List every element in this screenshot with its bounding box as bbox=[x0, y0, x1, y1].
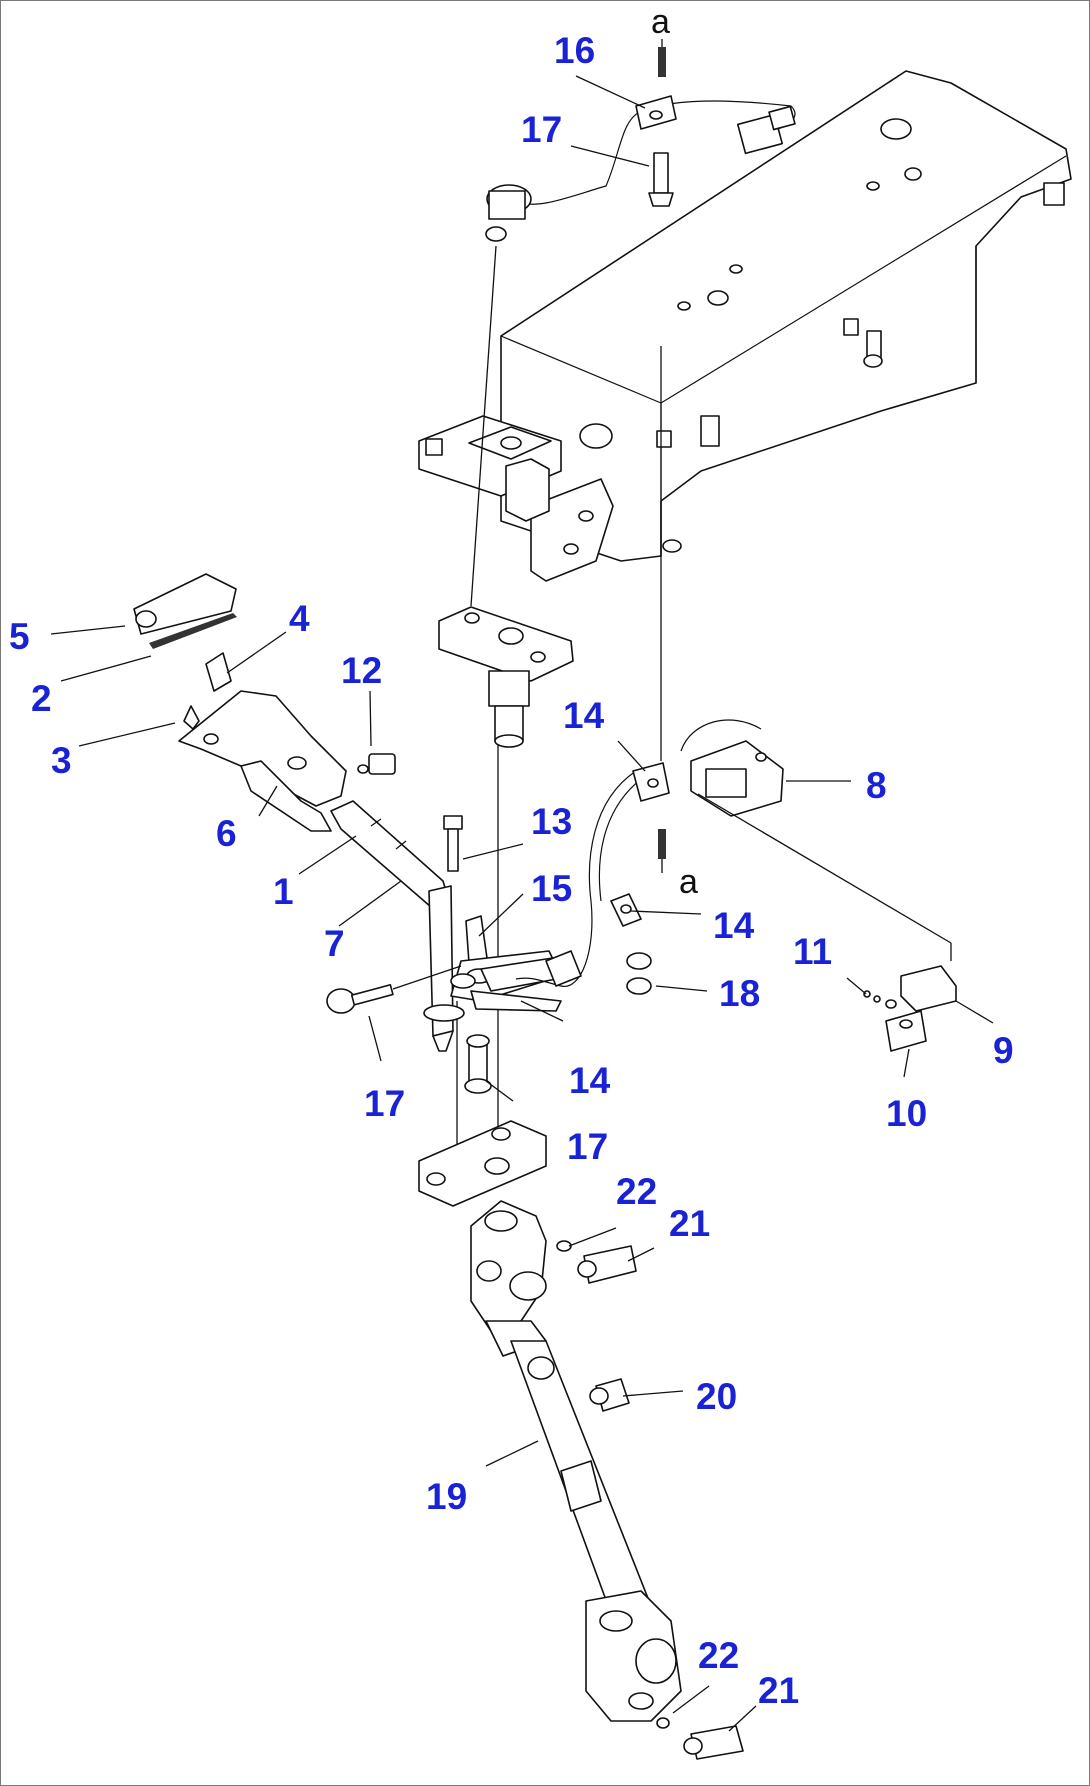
clamp-right bbox=[545, 893, 652, 995]
callout-3: 3 bbox=[51, 740, 72, 781]
callout-20: 20 bbox=[696, 1376, 737, 1417]
reference-mark-top: a bbox=[651, 3, 670, 41]
callout-7: 7 bbox=[324, 923, 345, 964]
callout-14-right: 14 bbox=[713, 905, 755, 946]
callout-21-bottom: 21 bbox=[758, 1670, 799, 1711]
callout-5: 5 bbox=[9, 616, 30, 657]
callout-17-top: 17 bbox=[521, 109, 562, 150]
console-bracket bbox=[418, 415, 614, 582]
lower-bracket bbox=[418, 1120, 547, 1207]
callout-17-left: 17 bbox=[364, 1083, 405, 1124]
callout-14-top: 14 bbox=[563, 695, 605, 736]
callout-22-top: 22 bbox=[616, 1171, 657, 1212]
top-bolt: a bbox=[648, 3, 674, 207]
callout-22-bottom: 22 bbox=[698, 1635, 739, 1676]
callout-16: 16 bbox=[554, 30, 595, 71]
bolt-13 bbox=[443, 815, 463, 872]
callout-9: 9 bbox=[993, 1030, 1014, 1071]
callout-1: 1 bbox=[273, 871, 294, 912]
console-frame bbox=[500, 70, 1072, 562]
callout-11: 11 bbox=[793, 931, 832, 972]
callout-4: 4 bbox=[289, 598, 310, 639]
harness-connector bbox=[515, 719, 952, 987]
callout-21-top: 21 bbox=[669, 1203, 710, 1244]
small-connector bbox=[357, 753, 396, 775]
bolt-17-mid bbox=[464, 1034, 492, 1094]
callout-labels: 5 2 3 4 6 1 7 12 13 15 14 14 14 8 11 9 1… bbox=[9, 30, 1014, 1711]
callout-12: 12 bbox=[341, 650, 382, 691]
pivot-shaft bbox=[438, 606, 574, 748]
callout-17-mid: 17 bbox=[567, 1126, 608, 1167]
bolt-17-left bbox=[326, 965, 462, 1014]
lever-knob-assembly bbox=[133, 573, 347, 832]
reference-mark-middle: a bbox=[679, 863, 698, 901]
relay-and-terminal bbox=[863, 965, 957, 1052]
callout-10: 10 bbox=[886, 1093, 927, 1134]
callout-8: 8 bbox=[866, 765, 887, 806]
callout-14-bottom: 14 bbox=[569, 1060, 611, 1101]
callout-6: 6 bbox=[216, 813, 237, 854]
callout-2: 2 bbox=[31, 678, 52, 719]
leader-lines bbox=[50, 75, 994, 1732]
steering-column bbox=[470, 1200, 744, 1760]
sensor-harness bbox=[485, 95, 796, 242]
middle-bolt: a bbox=[658, 829, 698, 901]
lever-shaft bbox=[330, 800, 465, 1052]
linkage-plate bbox=[450, 915, 574, 1012]
callout-13: 13 bbox=[531, 801, 572, 842]
callout-18: 18 bbox=[719, 973, 760, 1014]
callout-19: 19 bbox=[426, 1476, 467, 1517]
callout-15: 15 bbox=[531, 868, 572, 909]
